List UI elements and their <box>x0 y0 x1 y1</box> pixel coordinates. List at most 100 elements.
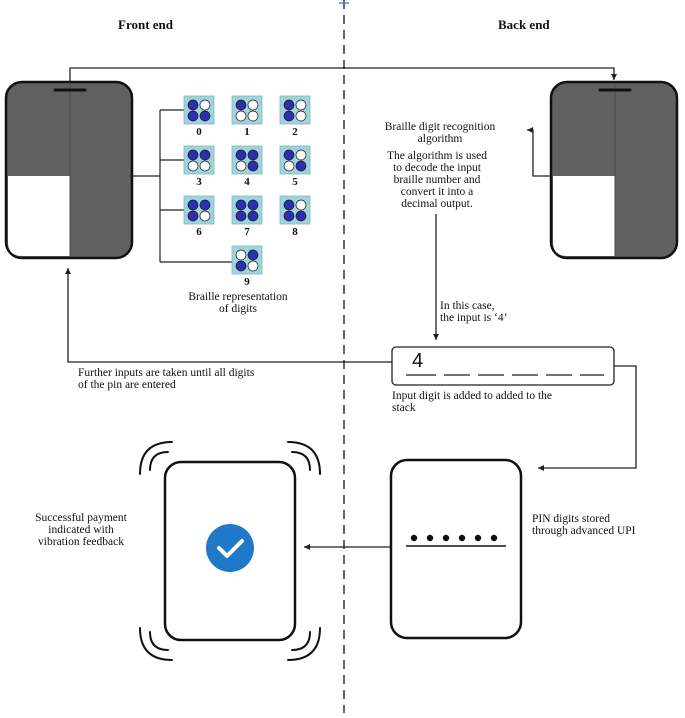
recognition-title-line1: Braille digit recognition <box>384 121 496 133</box>
braille-dot-raised <box>283 199 295 211</box>
input-case-line2: the input is ‘4’ <box>440 312 508 324</box>
recognition-description: The algorithm is used to decode the inpu… <box>362 150 512 210</box>
arrow-loop-more-inputs <box>65 268 392 363</box>
payment-note-line3: vibration feedback <box>38 536 124 548</box>
braille-dot-flat <box>199 210 211 222</box>
braille-caption-line1: Braille representation <box>188 291 288 303</box>
input-case-line1: In this case, <box>440 300 495 312</box>
braille-dot-raised <box>199 199 211 211</box>
braille-dot-raised <box>235 260 247 272</box>
pin-dot <box>458 534 466 542</box>
braille-dot-raised <box>199 110 211 122</box>
braille-digit-label-9: 9 <box>244 276 250 288</box>
loop-note-line1: Further inputs are taken until all digit… <box>78 367 255 379</box>
braille-tile-1 <box>231 95 263 125</box>
pin-dots <box>410 534 498 542</box>
back-phone-processing <box>549 80 679 260</box>
pin-dot <box>410 534 418 542</box>
back-phone-pin-storage <box>389 458 523 640</box>
braille-digit-label-6: 6 <box>196 226 202 238</box>
checkmark-icon <box>217 539 244 558</box>
braille-dot-flat <box>295 99 307 111</box>
braille-digit-label-5: 5 <box>292 176 298 188</box>
braille-dot-raised <box>235 149 247 161</box>
payment-note: Successful payment indicated with vibrat… <box>16 512 146 548</box>
braille-dot-raised <box>235 210 247 222</box>
braille-digit-label-1: 1 <box>244 126 250 138</box>
braille-dot-raised <box>247 160 259 172</box>
pin-dot <box>474 534 482 542</box>
braille-digit-label-0: 0 <box>196 126 202 138</box>
stack-input-digit: 4 <box>412 350 424 372</box>
braille-dot-raised <box>235 99 247 111</box>
braille-dot-raised <box>247 249 259 261</box>
pin-storage-note: PIN digits stored through advanced UPI <box>532 513 635 537</box>
pin-dot <box>490 534 498 542</box>
braille-dot-flat <box>295 110 307 122</box>
braille-dot-flat <box>235 249 247 261</box>
braille-dot-raised <box>187 149 199 161</box>
stack-caption: Input digit is added to added to the sta… <box>392 390 552 414</box>
arrow-front-to-back <box>69 67 617 82</box>
loop-note: Further inputs are taken until all digit… <box>78 367 254 391</box>
braille-tile-4 <box>231 145 263 175</box>
braille-dot-flat <box>295 149 307 161</box>
braille-dot-raised <box>283 99 295 111</box>
braille-dot-raised <box>295 210 307 222</box>
braille-dot-raised <box>187 99 199 111</box>
braille-dot-flat <box>199 99 211 111</box>
braille-tile-0 <box>183 95 215 125</box>
braille-digit-label-3: 3 <box>196 176 202 188</box>
recognition-desc-line4: convert it into a <box>400 186 474 198</box>
recognition-title: Braille digit recognition algorithm <box>356 121 524 145</box>
back-end-heading: Back end <box>498 17 550 32</box>
braille-dot-raised <box>295 160 307 172</box>
braille-dot-flat <box>247 99 259 111</box>
pin-dot <box>426 534 434 542</box>
braille-digit-label-2: 2 <box>292 126 298 138</box>
braille-dot-raised <box>187 110 199 122</box>
braille-digit-label-7: 7 <box>244 226 250 238</box>
braille-dot-flat <box>295 199 307 211</box>
input-case-note: In this case, the input is ‘4’ <box>440 300 507 324</box>
vibration-waves-icon <box>139 441 321 661</box>
braille-dot-raised <box>283 149 295 161</box>
braille-tile-5 <box>279 145 311 175</box>
braille-dot-raised <box>247 149 259 161</box>
pin-storage-line1: PIN digits stored <box>532 513 610 525</box>
braille-bracket <box>132 109 232 263</box>
braille-tile-9 <box>231 245 263 275</box>
arrow-stack-to-storage <box>538 365 637 471</box>
stack-caption-line2: stack <box>392 402 416 414</box>
braille-digit-grid <box>183 95 311 275</box>
payment-note-line1: Successful payment <box>35 512 127 524</box>
arrow-to-recognition <box>527 127 551 177</box>
front-phone-success <box>163 460 297 642</box>
braille-dot-flat <box>199 160 211 172</box>
recognition-desc-line3: braille number and <box>393 174 481 186</box>
recognition-desc-line5: decimal output. <box>401 198 473 210</box>
braille-dot-raised <box>187 199 199 211</box>
pin-storage-line2: through advanced UPI <box>532 525 636 537</box>
braille-digit-label-8: 8 <box>292 226 298 238</box>
braille-tile-3 <box>183 145 215 175</box>
recognition-title-line2: algorithm <box>417 133 463 145</box>
stack-caption-line1: Input digit is added to added to the <box>392 390 553 402</box>
check-circle-icon <box>206 524 254 572</box>
payment-note-line2: indicated with <box>48 524 114 536</box>
braille-dot-flat <box>247 260 259 272</box>
braille-dot-raised <box>247 210 259 222</box>
braille-dot-raised <box>199 149 211 161</box>
braille-tile-7 <box>231 195 263 225</box>
braille-dot-flat <box>247 110 259 122</box>
input-stack-box <box>391 346 615 386</box>
braille-dot-raised <box>235 199 247 211</box>
braille-dot-raised <box>283 210 295 222</box>
recognition-desc-line2: to decode the input <box>393 162 481 174</box>
braille-dot-flat <box>283 160 295 172</box>
braille-dot-flat <box>235 110 247 122</box>
braille-dot-raised <box>187 210 199 222</box>
braille-digit-label-4: 4 <box>244 176 250 188</box>
